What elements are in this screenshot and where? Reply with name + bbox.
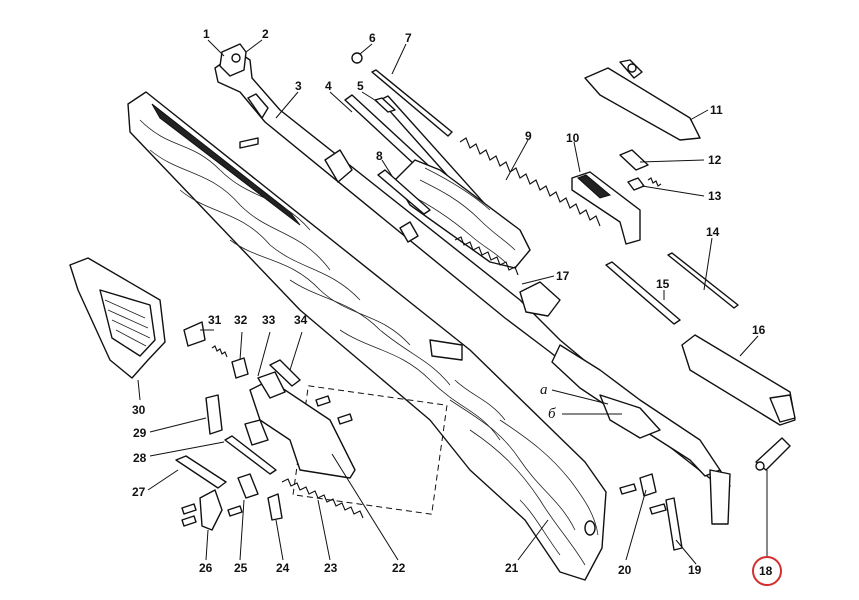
guide-rod-15 <box>605 261 681 325</box>
label-17: 17 <box>556 269 570 283</box>
front-sight-block <box>219 43 247 77</box>
label-13: 13 <box>708 189 722 203</box>
label-10: 10 <box>566 131 580 145</box>
highlight-circle <box>752 556 782 586</box>
firing-pin <box>619 149 649 171</box>
wooden-stock <box>127 91 607 581</box>
label-b: б <box>548 406 556 422</box>
label-23: 23 <box>324 561 338 575</box>
small-pin-20a <box>619 483 637 495</box>
part-labels: 1 2 3 4 5 6 7 8 9 10 11 12 13 14 15 16 1… <box>132 27 766 577</box>
label-2: 2 <box>262 27 269 41</box>
trigger-housing <box>249 379 356 479</box>
disconnector-32 <box>231 357 249 379</box>
safety-34 <box>269 359 301 387</box>
label-18: 18 <box>759 564 773 578</box>
label-31: 31 <box>208 313 222 327</box>
label-27: 27 <box>132 485 146 499</box>
part-25 <box>237 473 259 499</box>
label-11: 11 <box>710 103 723 117</box>
hammer-spring-23 <box>281 478 364 519</box>
receiver-cover <box>681 334 796 426</box>
pin-26a <box>181 503 197 515</box>
label-28: 28 <box>133 451 147 465</box>
label-1: 1 <box>203 27 210 41</box>
operating-rod <box>377 169 431 215</box>
label-19: 19 <box>688 563 702 577</box>
part-31 <box>183 321 206 347</box>
pin-left <box>239 137 259 149</box>
recoil-spring <box>459 137 601 227</box>
label-26: 26 <box>199 561 213 575</box>
rod-14 <box>667 252 739 309</box>
hammer-33 <box>257 371 286 399</box>
label-4: 4 <box>325 79 332 93</box>
magazine <box>69 257 166 379</box>
leader-lines <box>137 39 768 565</box>
bolt <box>571 171 641 245</box>
label-32: 32 <box>234 313 248 327</box>
label-14: 14 <box>706 225 720 239</box>
label-15: 15 <box>656 277 670 291</box>
label-7: 7 <box>405 31 412 45</box>
label-a: а <box>540 382 548 398</box>
sear-29 <box>205 394 223 435</box>
label-6: 6 <box>369 31 376 45</box>
label-24: 24 <box>276 561 290 575</box>
trigger-bar-27 <box>175 455 227 489</box>
handguard <box>394 159 531 269</box>
takedown-latch <box>755 437 791 471</box>
rod-clip <box>399 221 419 243</box>
gas-piston-head <box>374 97 396 113</box>
spring-31 <box>211 345 228 358</box>
pin-22a <box>337 413 353 425</box>
label-25: 25 <box>234 561 248 575</box>
label-8: 8 <box>376 149 383 163</box>
pin-19 <box>665 497 683 551</box>
latch-20 <box>639 473 657 497</box>
small-nut <box>351 52 363 64</box>
label-34: 34 <box>294 313 308 327</box>
block-29b <box>244 419 269 446</box>
cleaning-rod <box>371 69 453 137</box>
label-3: 3 <box>295 79 302 93</box>
pin-25 <box>227 505 243 517</box>
label-29: 29 <box>133 426 147 440</box>
extractor <box>627 177 645 191</box>
label-20: 20 <box>618 563 632 577</box>
rod-28 <box>224 435 277 475</box>
label-21: 21 <box>505 561 519 575</box>
pin-26b <box>181 515 197 527</box>
pin-22b <box>315 395 331 407</box>
label-22: 22 <box>392 561 406 575</box>
label-5: 5 <box>357 79 364 93</box>
part-24 <box>267 493 283 521</box>
small-pin-20b <box>649 503 667 515</box>
label-12: 12 <box>708 153 722 167</box>
trigger-26 <box>199 489 223 531</box>
label-9: 9 <box>525 129 532 143</box>
label-16: 16 <box>752 323 766 337</box>
highlighted-label-18[interactable]: 18 <box>752 556 782 586</box>
small-spring-17 <box>454 236 519 276</box>
label-30: 30 <box>132 403 146 417</box>
label-33: 33 <box>262 313 276 327</box>
bolt-carrier <box>584 59 701 141</box>
extractor-spring <box>647 177 662 187</box>
